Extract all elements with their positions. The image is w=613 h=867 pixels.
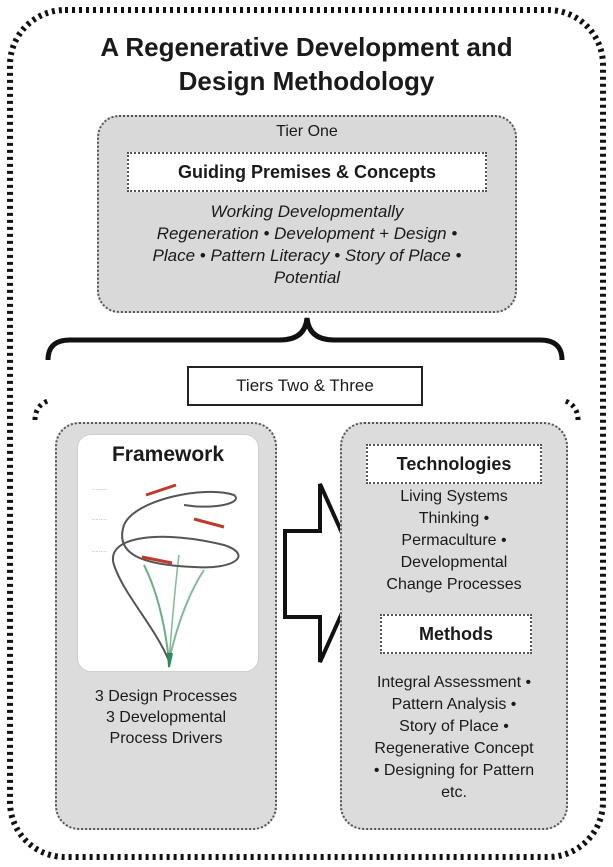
spiral-green-stem	[168, 569, 205, 662]
method-line: • Designing for Pattern	[373, 762, 535, 779]
spiral-illustration: ········· ········· ·········	[92, 483, 240, 668]
spiral-green-stem	[143, 564, 170, 662]
title-line-1: A Regenerative Development and	[100, 32, 513, 62]
diagram-title: A Regenerative Development and Design Me…	[40, 30, 573, 98]
spiral-red-mark	[145, 483, 177, 497]
spiral-root	[167, 652, 173, 668]
technology-line: Developmental	[400, 554, 508, 571]
concept-line: Place • Pattern Literacy • Story of Plac…	[152, 246, 462, 265]
curly-brace	[45, 317, 565, 361]
inner-dotted-arc-left	[32, 397, 51, 421]
concept-line: Regeneration • Development + Design •	[156, 224, 458, 243]
framework-title: Framework	[111, 443, 225, 466]
framework-panel: Framework ········· ········· ········· …	[55, 422, 277, 830]
tier-one-concepts: Working Developmentally Regeneration • D…	[109, 201, 505, 289]
spiral-green-stem	[168, 554, 180, 662]
technologies-list: Living Systems Thinking • Permaculture •…	[346, 486, 562, 596]
concept-line: Working Developmentally	[210, 202, 404, 221]
title-line-2: Design Methodology	[178, 66, 435, 96]
technologies-box: Technologies	[366, 444, 542, 484]
spiral-red-mark	[193, 517, 225, 529]
methods-box: Methods	[380, 614, 532, 654]
method-line: Story of Place •	[399, 718, 509, 735]
guiding-premises-box: Guiding Premises & Concepts	[127, 152, 487, 192]
tech-methods-panel: Technologies Living Systems Thinking • P…	[340, 422, 568, 830]
method-line: Pattern Analysis •	[391, 696, 517, 713]
tier-one-panel: Tier One Guiding Premises & Concepts Wor…	[97, 115, 517, 313]
inner-dotted-arc-right	[562, 397, 581, 421]
caption-line: 3 Developmental	[105, 709, 227, 726]
method-line: Regenerative Concept	[374, 740, 534, 757]
concept-line: Potential	[273, 268, 341, 287]
spiral-tiny-label: ·········	[92, 549, 107, 555]
spiral-tiny-label: ·········	[92, 517, 107, 523]
spiral-line	[111, 490, 240, 662]
method-line: etc.	[441, 784, 467, 801]
tier-one-label: Tier One	[276, 123, 338, 140]
framework-caption: 3 Design Processes 3 Developmental Proce…	[57, 686, 275, 749]
caption-line: Process Drivers	[109, 730, 223, 747]
technology-line: Permaculture •	[401, 532, 507, 549]
spiral-red-mark	[141, 555, 173, 565]
spiral-tiny-label: ·········	[92, 487, 107, 493]
method-line: Integral Assessment •	[376, 674, 532, 691]
technology-line: Living Systems	[400, 488, 508, 505]
methods-list: Integral Assessment • Pattern Analysis •…	[346, 672, 562, 804]
technology-line: Thinking •	[418, 510, 490, 527]
technology-line: Change Processes	[386, 576, 522, 593]
caption-line: 3 Design Processes	[94, 688, 238, 705]
tiers-two-three-box: Tiers Two & Three	[187, 366, 423, 406]
framework-card: Framework ········· ········· ·········	[77, 434, 259, 672]
